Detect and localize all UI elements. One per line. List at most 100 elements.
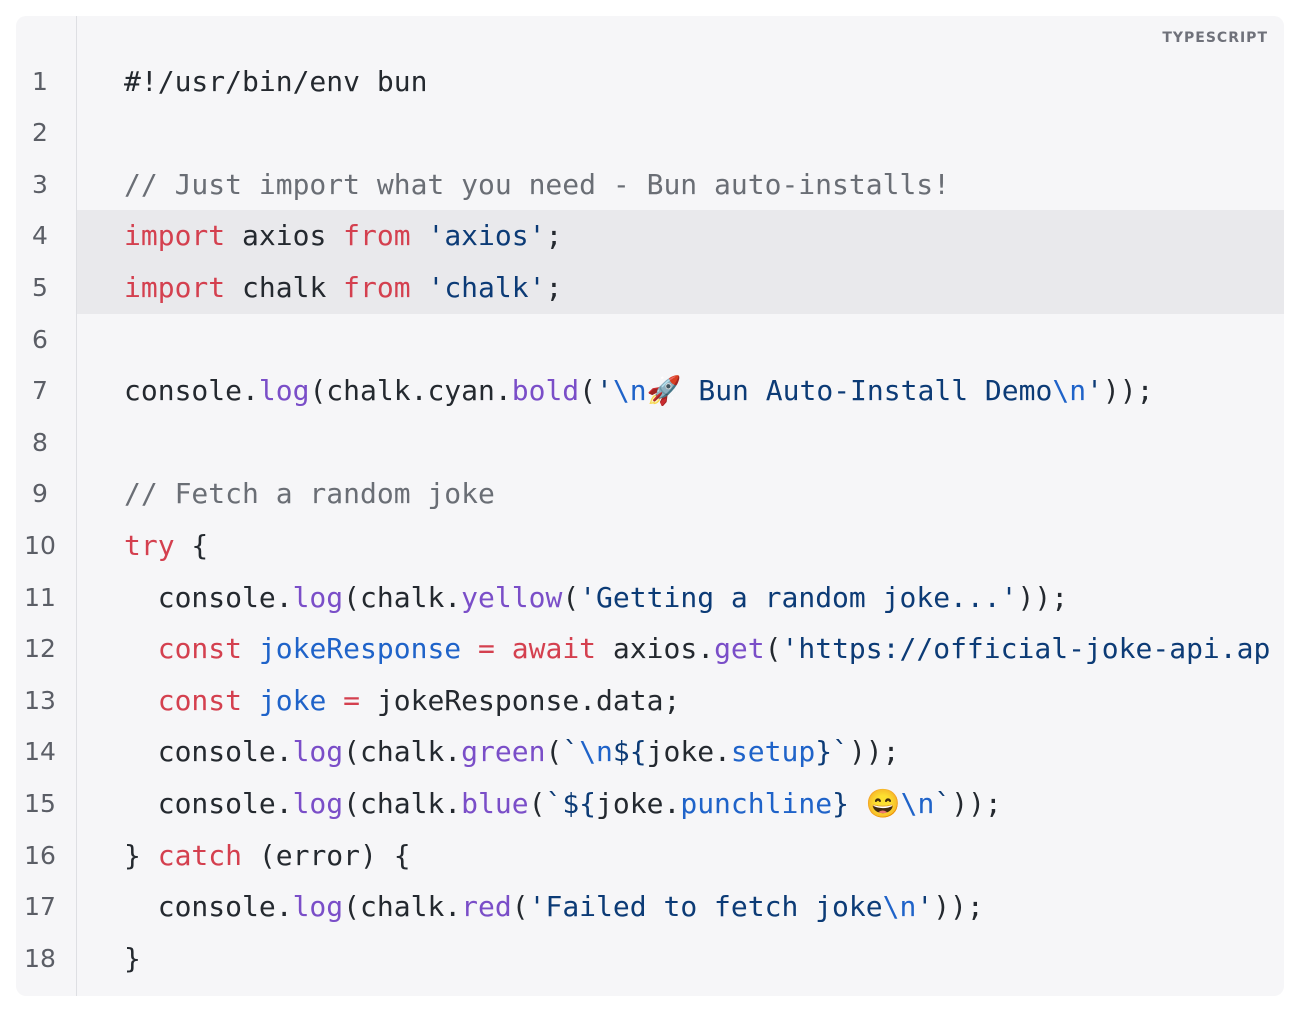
code-token: bold: [511, 374, 580, 408]
code-token: punchline: [680, 787, 833, 820]
code-token: \n: [579, 735, 613, 769]
line-number: 13: [24, 685, 56, 715]
code-token: [411, 219, 428, 252]
line-number: 6: [32, 324, 48, 354]
line-number: 9: [32, 479, 48, 509]
code-token: (chalk.cyan.: [309, 374, 512, 408]
code-token: // Just import what you need - Bun auto-…: [124, 167, 951, 201]
code-token: ;: [545, 271, 563, 304]
code-token: }: [124, 941, 141, 975]
code-token: get: [714, 632, 765, 666]
code-token: 'chalk': [427, 271, 546, 304]
code-token: ${: [612, 735, 647, 769]
code-token: 'axios': [427, 219, 546, 253]
code-token: import: [124, 219, 226, 253]
line-number: 18: [24, 943, 56, 973]
code-token: (: [528, 787, 546, 820]
code-token: \n: [882, 890, 917, 924]
code-token: }`: [815, 735, 849, 769]
line-highlight: [77, 210, 1284, 262]
code-token: ': [1086, 374, 1103, 408]
line-number: 16: [24, 840, 56, 870]
code-token: 🚀 Bun Auto-Install Demo: [646, 374, 1053, 408]
code-token: blue: [461, 787, 529, 820]
code-line: 1#!/usr/bin/env bun: [16, 56, 1284, 108]
code-token: (error) {: [242, 838, 411, 872]
code-line: 13 const joke = jokeResponse.data;: [16, 675, 1284, 727]
line-number: 11: [24, 582, 56, 612]
code-token: jokeResponse.data;: [360, 683, 681, 717]
code-token: ));: [933, 890, 984, 924]
code-token: 'https://official-joke-api.ap: [781, 632, 1271, 666]
code-token: #!/usr/bin/env bun: [124, 64, 428, 98]
line-code: const jokeResponse = await axios.get('ht…: [124, 623, 1271, 675]
line-code: console.log(chalk.yellow('Getting a rand…: [124, 572, 1068, 624]
line-code: try {: [124, 520, 208, 572]
code-token: ));: [848, 735, 900, 769]
code-token: console.: [124, 787, 293, 820]
code-token: ': [596, 374, 613, 408]
code-token: `: [934, 787, 952, 820]
code-token: from: [343, 271, 411, 304]
code-token: [242, 632, 259, 665]
code-token: catch: [157, 838, 243, 872]
code-token: 'Failed to fetch joke: [528, 890, 883, 924]
line-code: import axios from 'axios';: [124, 210, 562, 262]
code-token: (chalk.: [343, 787, 462, 820]
code-token: console.: [124, 374, 259, 408]
code-token: (: [562, 580, 580, 614]
code-token: \n: [612, 374, 647, 408]
code-token: (chalk.: [343, 580, 462, 614]
code-token: (: [545, 735, 563, 769]
code-token: console.: [124, 580, 293, 614]
line-code: console.log(chalk.blue(`${joke.punchline…: [124, 778, 1002, 830]
code-token: [326, 684, 343, 717]
line-number: 17: [24, 892, 56, 922]
line-code: console.log(chalk.red('Failed to fetch j…: [124, 881, 984, 933]
code-token: console.: [124, 735, 293, 769]
code-token: [411, 271, 428, 304]
code-token: [461, 632, 478, 665]
line-code: import chalk from 'chalk';: [124, 262, 562, 314]
code-token: // Fetch a random joke: [124, 477, 495, 511]
code-token: [242, 684, 259, 717]
code-token: ));: [1017, 580, 1069, 614]
line-code: console.log(chalk.green(`\n${joke.setup}…: [124, 726, 900, 778]
line-number: 8: [32, 427, 48, 457]
line-code: const joke = jokeResponse.data;: [124, 675, 681, 727]
line-number: 15: [24, 789, 56, 818]
code-line: 14 console.log(chalk.green(`\n${joke.set…: [16, 726, 1284, 778]
code-line: 9 // Fetch a random joke: [16, 468, 1284, 520]
code-token: {: [174, 529, 209, 562]
code-token: log: [292, 787, 344, 820]
code-token: import: [124, 271, 226, 304]
code-token: axios: [225, 219, 344, 253]
code-token: \n: [900, 787, 935, 820]
gutter-divider: [76, 16, 77, 996]
code-token: =: [343, 683, 361, 717]
line-number: 14: [24, 737, 56, 767]
code-token: log: [292, 890, 344, 924]
code-token: ': [916, 890, 934, 924]
line-code: }: [124, 933, 141, 985]
line-code: console.log(chalk.cyan.bold('\n🚀 Bun Aut…: [124, 365, 1154, 417]
line-highlight: [77, 262, 1284, 314]
code-token: (: [764, 632, 782, 666]
code-token: } 😄: [832, 787, 901, 820]
code-line: 2: [16, 107, 1284, 159]
code-token: =: [478, 632, 495, 666]
code-token: }: [124, 838, 158, 872]
line-code: // Just import what you need - Bun auto-…: [124, 159, 950, 211]
line-number: 3: [32, 169, 48, 199]
code-line: 3 // Just import what you need - Bun auto…: [16, 159, 1284, 211]
code-line: 15 console.log(chalk.blue(`${joke.punchl…: [16, 778, 1284, 830]
code-token: (: [511, 890, 529, 924]
code-token: [124, 632, 158, 665]
code-line: 18}: [16, 933, 1284, 985]
code-token: joke.: [596, 787, 681, 820]
code-token: chalk: [225, 271, 344, 304]
code-token: `: [562, 735, 580, 769]
